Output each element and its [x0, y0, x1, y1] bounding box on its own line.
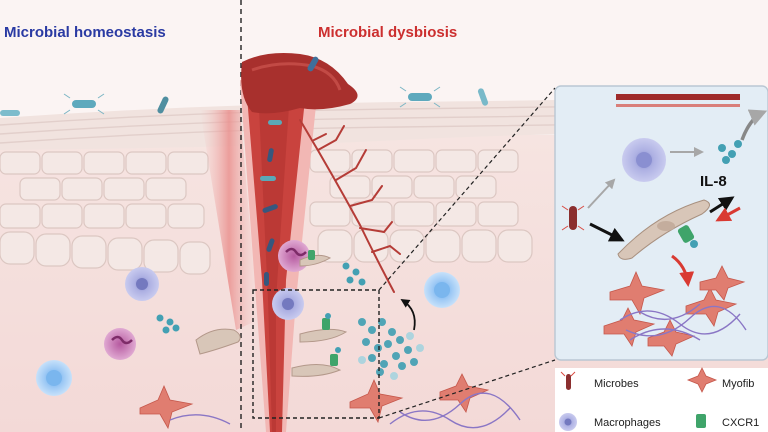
microbe-icon [399, 86, 441, 108]
inset-microbe-icon [561, 205, 585, 231]
inset-collagen [619, 303, 747, 341]
neutrophil-left [104, 328, 136, 360]
arrow-microbe-to-fibroblast [589, 222, 625, 242]
chemokine-cluster-left [156, 314, 180, 334]
arrow-to-myofibroblast [671, 254, 695, 287]
inset-bar-bottom [616, 104, 740, 107]
zoom-region [252, 289, 380, 419]
legend-microbe-icon [560, 371, 576, 390]
legend-myofibroblast-icon [686, 367, 718, 393]
legend-microbes-label: Microbes [594, 378, 639, 390]
legend-cxcr1-label: CXCR1 [722, 417, 759, 429]
il8-label: IL-8 [700, 173, 727, 190]
inset-panel: IL-8 [554, 85, 768, 361]
inset-il8-molecules [718, 140, 742, 164]
microbe-icon [63, 93, 105, 115]
inset-bar-top [616, 94, 740, 100]
fibroblast-left [195, 328, 241, 355]
macrophage-right [272, 288, 304, 320]
lymphocyte-left [36, 360, 72, 396]
legend-myofib-label: Myofib [722, 378, 754, 390]
receptor-fibroblast-a [299, 313, 348, 343]
arrow-microbe-to-macrophage [587, 178, 616, 209]
inset-macrophage [622, 138, 666, 182]
legend-receptor-icon [696, 414, 706, 428]
rod-microbe-icon [307, 56, 319, 72]
migration-arrow [400, 299, 416, 331]
legend-background [555, 368, 768, 432]
rod-microbe-icon [157, 96, 169, 114]
inset-fibroblast [617, 199, 710, 260]
lymphocyte-right [424, 272, 460, 308]
title-dysbiosis: Microbial dysbiosis [318, 24, 457, 41]
legend-macrophages-label: Macrophages [594, 417, 661, 429]
receptor-fibroblast-c [299, 250, 332, 267]
surface-microbes [0, 56, 489, 116]
rod-microbe-icon [0, 110, 20, 116]
collagen-base [169, 392, 521, 429]
zoom-connector-top [378, 87, 556, 291]
blood-vessel [299, 119, 401, 293]
arrow-il8-out [740, 109, 768, 141]
wound-groove-left [200, 110, 258, 330]
chemokine-swarm [358, 318, 424, 380]
legend-macrophage-icon [559, 413, 577, 431]
arrow-fibroblast-to-il8 [709, 196, 735, 214]
arrow-il8-to-fibroblast [715, 206, 741, 222]
chemokine-cluster-right [342, 262, 366, 286]
zoom-connector-bottom [378, 359, 556, 419]
wound-microbes [260, 120, 282, 286]
receptor-fibroblast-b [291, 347, 342, 377]
title-homeostasis: Microbial homeostasis [4, 24, 166, 41]
blood-clot [241, 53, 358, 114]
rod-microbe-icon [477, 88, 489, 106]
neutrophil-right [278, 240, 310, 272]
legend: Microbes Myofib Macrophages CXCR1 [555, 367, 768, 432]
macrophage-left [125, 267, 159, 301]
